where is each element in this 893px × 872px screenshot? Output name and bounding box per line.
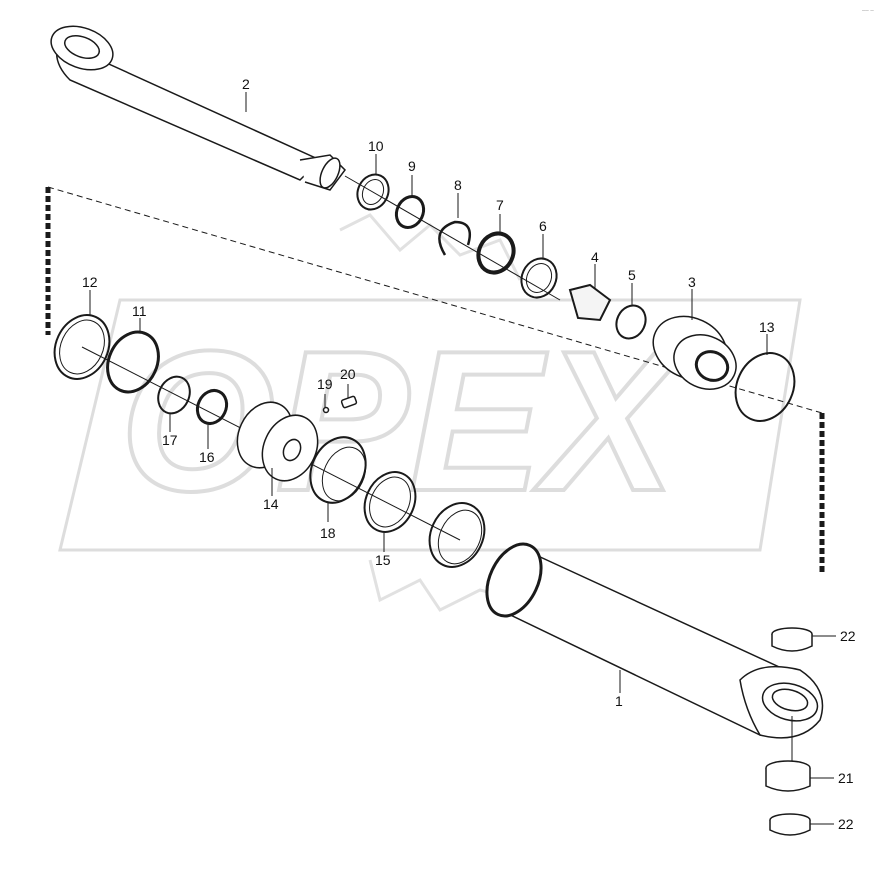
callout-13: 13 [759, 319, 775, 335]
callout-8: 8 [454, 177, 462, 193]
callout-16: 16 [199, 449, 215, 465]
callout-14: 14 [263, 496, 279, 512]
set-screw [322, 395, 358, 414]
upper-seal-stack [356, 173, 647, 340]
watermark: OPEX [58, 213, 802, 612]
leader-lines [89, 92, 836, 825]
callout-9: 9 [408, 158, 416, 174]
rod-eye-bushings [765, 627, 813, 836]
callout-17: 17 [162, 432, 178, 448]
callout-15: 15 [375, 552, 391, 568]
callout-6: 6 [539, 218, 547, 234]
piston-rings [309, 436, 486, 568]
piston [236, 401, 319, 482]
callout-labels: 1 2 3 4 5 6 7 8 9 10 11 12 13 14 15 16 1… [82, 8, 874, 832]
callout-10: 10 [368, 138, 384, 154]
piston-rod [50, 25, 346, 191]
svg-text:OPEX: OPEX [120, 310, 686, 533]
callout-5: 5 [628, 267, 636, 283]
callout-22-top: 22 [840, 628, 856, 644]
callout-22-bottom: 22 [838, 816, 854, 832]
callout-11: 11 [132, 303, 147, 319]
callout-20: 20 [340, 366, 356, 382]
callout-19: 19 [317, 376, 333, 392]
corner-mark: –– – [862, 8, 874, 14]
callout-1: 1 [615, 693, 623, 709]
callout-21: 21 [838, 770, 854, 786]
callout-7: 7 [496, 197, 504, 213]
callout-3: 3 [688, 274, 696, 290]
callout-2: 2 [242, 76, 250, 92]
gland [652, 315, 737, 390]
callout-4: 4 [591, 249, 599, 265]
part-13-ring [734, 352, 796, 422]
callout-18: 18 [320, 525, 336, 541]
cylinder-barrel [485, 542, 824, 739]
callout-12: 12 [82, 274, 98, 290]
